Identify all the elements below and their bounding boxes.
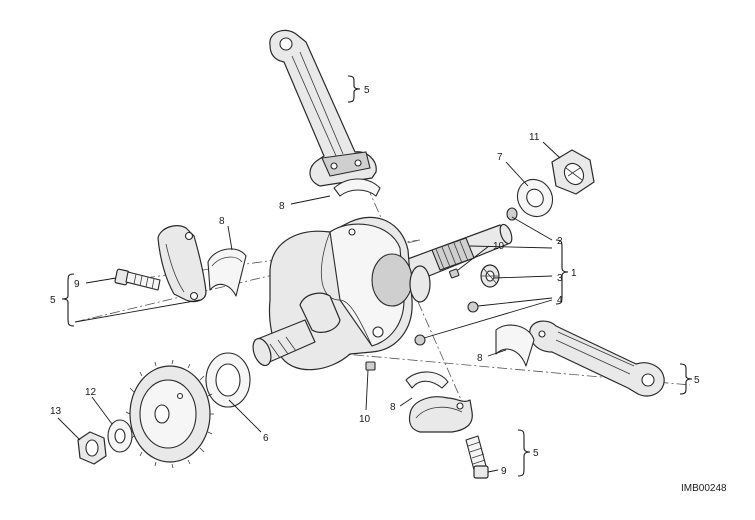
connecting-rod-left xyxy=(157,225,207,303)
callout-conrod-lower: 5 xyxy=(533,448,539,459)
bolt-lower xyxy=(465,435,489,479)
reference-code: IMB00248 xyxy=(681,483,727,494)
braces xyxy=(61,75,693,477)
plugs-4 xyxy=(414,301,479,346)
callout-conrod-right: 5 xyxy=(694,375,700,386)
bearing-3 xyxy=(480,264,500,288)
bearing-shell-top xyxy=(333,178,381,197)
callout-washer-7: 7 xyxy=(497,152,503,163)
bearing-shell-left xyxy=(207,248,247,297)
callout-dowel-10-lower: 10 xyxy=(359,414,371,425)
bush-2 xyxy=(506,207,518,221)
callout-labels: 5 8 7 11 8 9 5 2 1 3 4 10 8 5 6 10 8 5 9… xyxy=(50,85,700,477)
washer-7 xyxy=(516,178,554,218)
nut-13 xyxy=(77,431,107,465)
washer-6 xyxy=(205,352,251,408)
connecting-rod-right xyxy=(529,320,665,397)
nut-11 xyxy=(551,149,595,195)
callout-group-2: 2 xyxy=(557,236,563,247)
callout-nut-11: 11 xyxy=(529,132,540,143)
callout-bearing-left: 8 xyxy=(219,216,225,227)
leader-lines xyxy=(57,141,561,473)
crankshaft xyxy=(252,216,513,371)
callout-nut-13: 13 xyxy=(50,406,62,417)
callout-bearing-right: 8 xyxy=(477,353,483,364)
washer-12 xyxy=(107,419,133,453)
callout-washer-12: 12 xyxy=(85,387,97,398)
callout-washer-6: 6 xyxy=(263,433,269,444)
callout-group-3: 3 xyxy=(557,273,563,284)
dowel-10-lower xyxy=(365,361,376,371)
connecting-rod-top xyxy=(269,29,377,187)
callout-conrod-left: 5 xyxy=(50,295,56,306)
callout-bearing-lower: 8 xyxy=(390,402,396,413)
bearing-shell-lower xyxy=(405,371,449,389)
bolt-left xyxy=(114,268,161,291)
callout-bolt-left: 9 xyxy=(74,279,80,290)
callout-dowel-10-upper: 10 xyxy=(493,241,505,252)
gear xyxy=(125,359,214,469)
connecting-rod-cap-lower xyxy=(408,396,473,433)
callout-group-4: 4 xyxy=(557,295,563,306)
callout-bolt-lower: 9 xyxy=(501,466,507,477)
bearing-shell-right xyxy=(495,324,535,367)
callout-conrod-top: 5 xyxy=(364,85,370,96)
callout-group-1: 1 xyxy=(571,268,577,279)
callout-bearing-top: 8 xyxy=(279,201,285,212)
dowel-10-upper xyxy=(448,268,460,279)
